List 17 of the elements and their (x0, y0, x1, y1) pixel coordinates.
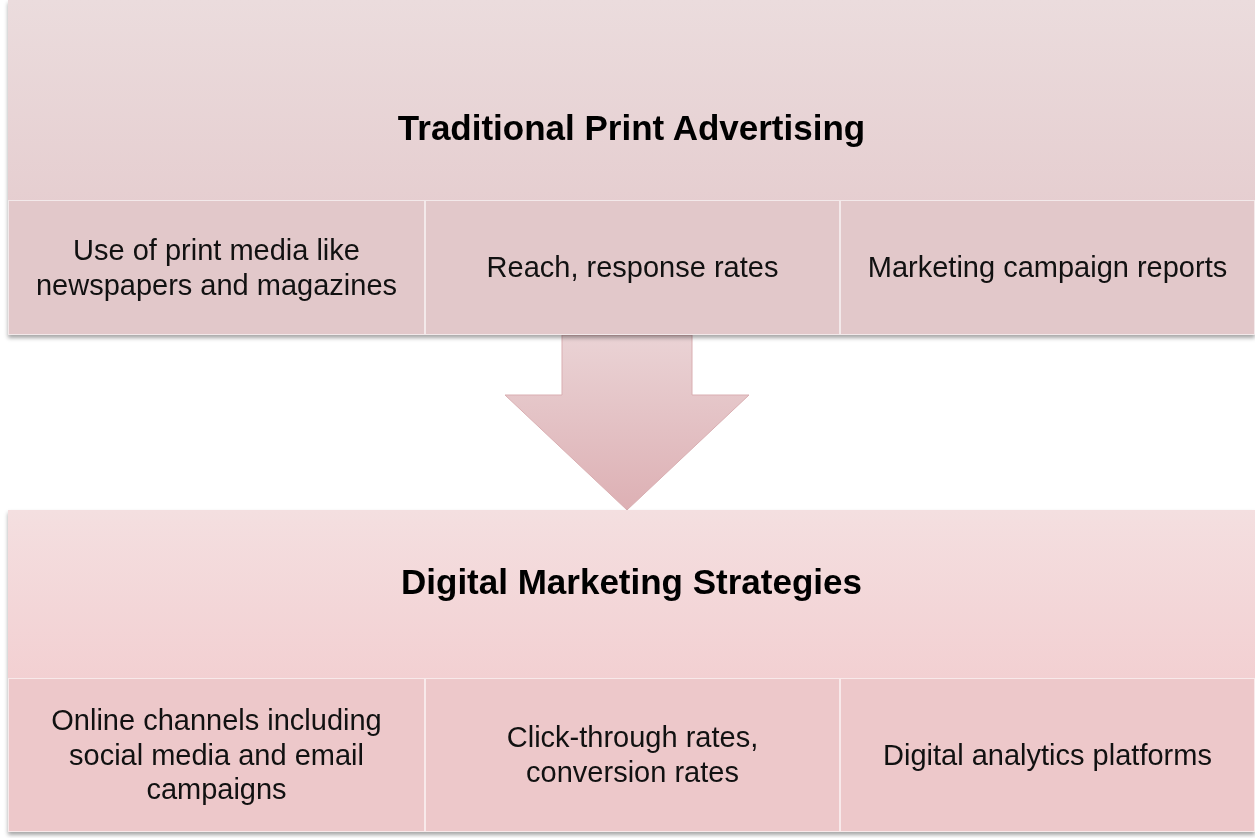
detail-box (840, 200, 1255, 335)
band-heading: Traditional Print Advertising (396, 108, 867, 148)
detail-box (840, 678, 1255, 832)
category-band (8, 0, 1255, 335)
detail-box (8, 200, 425, 335)
detail-box (425, 200, 840, 335)
detail-text: Digital analytics platforms (883, 737, 1212, 773)
detail-box (8, 678, 425, 832)
detail-text: Online channels including social media and email campaigns (50, 702, 383, 808)
band-heading: Digital Marketing Strategies (400, 562, 863, 602)
category-band (8, 510, 1255, 832)
block-arrow (504, 334, 750, 511)
detail-text: Click-through rates, conversion rates (505, 720, 760, 790)
detail-box (425, 678, 840, 832)
detail-text: Use of print media like newspapers and magazines (34, 232, 399, 303)
detail-text: Reach, response rates (486, 250, 779, 285)
detail-text: Marketing campaign reports (867, 250, 1228, 285)
